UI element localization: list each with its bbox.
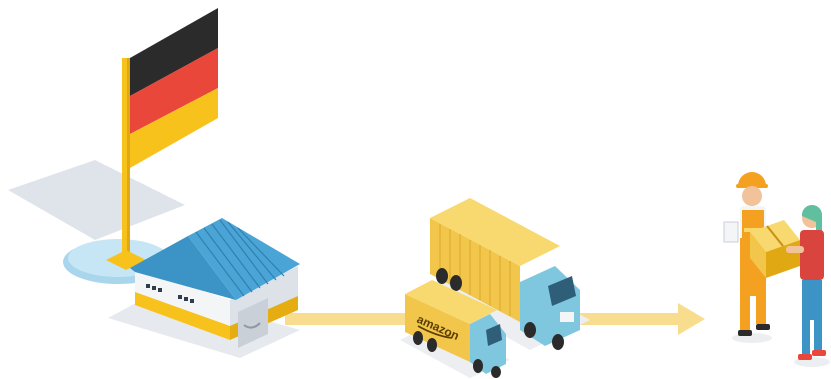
worker-hard-hat xyxy=(738,172,766,186)
delivery-people-group xyxy=(724,172,830,367)
warehouse-icon xyxy=(108,218,300,358)
worker-clipboard xyxy=(724,222,738,242)
flag-shadow xyxy=(8,160,185,240)
flow-arrow-2 xyxy=(580,303,705,335)
customer-shirt xyxy=(800,230,824,280)
customer-arm xyxy=(786,246,804,253)
flag-pole-shade xyxy=(127,58,130,266)
customer-figure xyxy=(786,205,830,367)
customer-pants xyxy=(802,280,822,320)
flow-arrow-1 xyxy=(285,313,415,325)
germany-flag-icon xyxy=(130,8,218,168)
worker-head xyxy=(742,186,762,206)
